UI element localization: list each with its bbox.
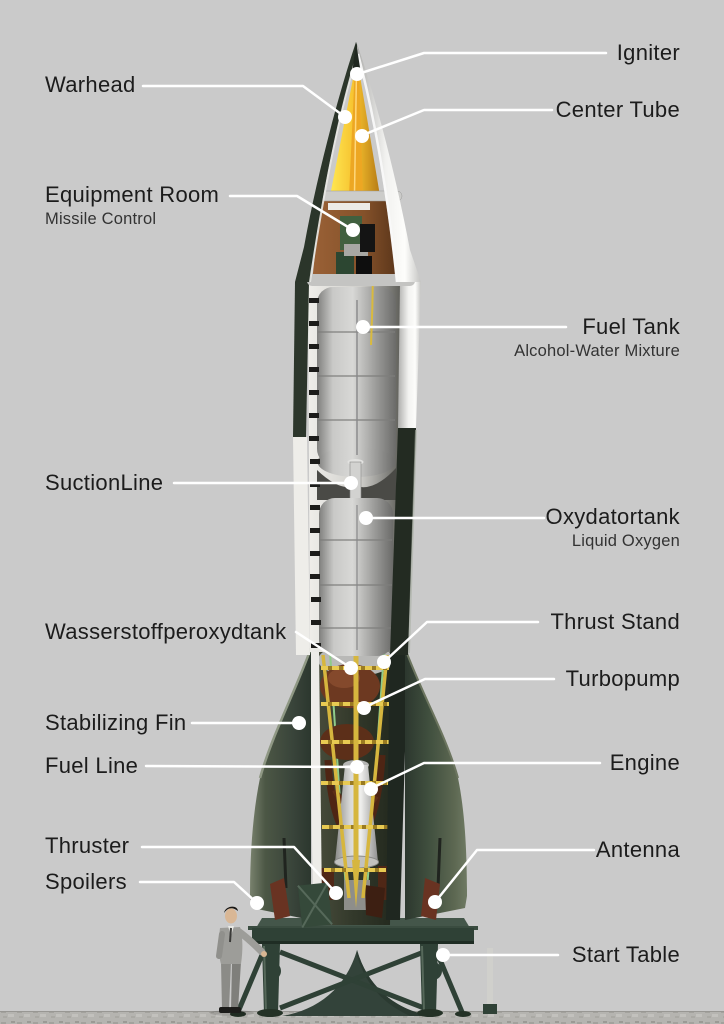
leader-thruster — [140, 845, 338, 895]
stabilizing-fins — [250, 647, 467, 928]
label-turbopump: Turbopump — [565, 666, 680, 691]
thruster-box-graphic — [297, 882, 333, 928]
technician-figure — [210, 906, 267, 1016]
label-stabilizing-fin: Stabilizing Fin — [45, 710, 187, 735]
start-table-graphic — [230, 918, 497, 1017]
leader-turbopump — [363, 677, 556, 709]
leader-wasserstoffperoxydtank — [294, 630, 353, 670]
label-wasserstoffperoxydtank: Wasserstoffperoxydtank — [45, 619, 287, 644]
label-fuel-tank: Fuel Tank Alcohol-Water Mixture — [514, 314, 680, 360]
leader-spoilers — [138, 880, 259, 905]
label-spoilers: Spoilers — [45, 869, 127, 894]
label-thruster: Thruster — [45, 833, 130, 858]
label-start-table: Start Table — [571, 942, 680, 967]
leader-fuel-line — [144, 764, 359, 769]
leader-antenna — [434, 848, 596, 903]
label-warhead: Warhead — [45, 72, 136, 97]
igniter-tip-graphic — [352, 42, 361, 74]
engine-compartment — [309, 644, 408, 925]
leader-warhead — [141, 84, 347, 119]
spoiler-left-graphic — [270, 878, 290, 920]
tank-section — [293, 201, 421, 656]
leader-thrust-stand — [383, 620, 540, 663]
label-engine: Engine — [609, 750, 680, 775]
label-thrust-stand: Thrust Stand — [550, 609, 680, 634]
label-center-tube: Center Tube — [555, 97, 680, 122]
label-antenna: Antenna — [595, 837, 680, 862]
label-suction-line: SuctionLine — [45, 470, 164, 495]
label-igniter: Igniter — [616, 40, 680, 65]
leader-dots — [250, 67, 450, 962]
label-fuel-line: Fuel Line — [45, 753, 139, 778]
label-equipment-room: Equipment Room Missile Control — [45, 182, 220, 228]
leader-lines — [138, 51, 608, 957]
label-oxydatortank: Oxydatortank Liquid Oxygen — [545, 504, 680, 550]
leader-igniter — [356, 51, 608, 76]
leader-center-tube — [361, 108, 554, 137]
leader-equipment-room — [228, 194, 355, 232]
leader-engine — [370, 761, 602, 790]
